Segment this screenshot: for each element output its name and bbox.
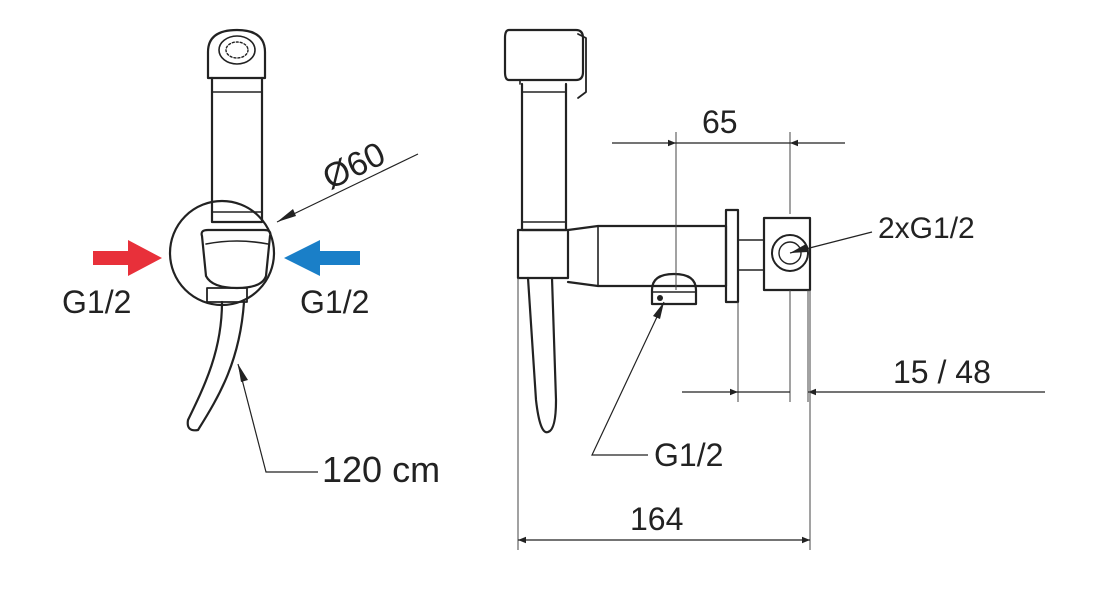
spray-head bbox=[206, 28, 267, 80]
dim-right-label: 15 / 48 bbox=[893, 354, 991, 390]
dim-bottom-label: 164 bbox=[630, 501, 683, 537]
connection-label: 2xG1/2 bbox=[878, 212, 975, 245]
hose-length-label: 120 cm bbox=[322, 449, 440, 490]
hot-inlet-arrow bbox=[93, 240, 162, 276]
cold-inlet-arrow bbox=[284, 240, 360, 276]
side-handset-handle bbox=[520, 82, 568, 232]
inlet-left-label: G1/2 bbox=[62, 284, 131, 320]
bottom-outlet-label: G1/2 bbox=[654, 437, 723, 473]
handset-handle bbox=[210, 76, 264, 224]
dim-top-label: 65 bbox=[702, 104, 738, 140]
inlet-right-label: G1/2 bbox=[300, 284, 369, 320]
wall-rosette bbox=[168, 199, 276, 307]
side-spray-head bbox=[503, 28, 587, 99]
hose bbox=[186, 300, 246, 432]
side-view: 65 2xG1/2 15 / 48 G1/2 164 bbox=[503, 28, 1045, 550]
front-view: Ø60 G1/2 G1/2 120 cm bbox=[62, 28, 440, 490]
side-hose bbox=[526, 276, 558, 434]
valve-body bbox=[516, 208, 812, 304]
bottom-outlet bbox=[650, 272, 698, 306]
diameter-label: Ø60 bbox=[317, 135, 391, 197]
holder bbox=[200, 228, 272, 303]
